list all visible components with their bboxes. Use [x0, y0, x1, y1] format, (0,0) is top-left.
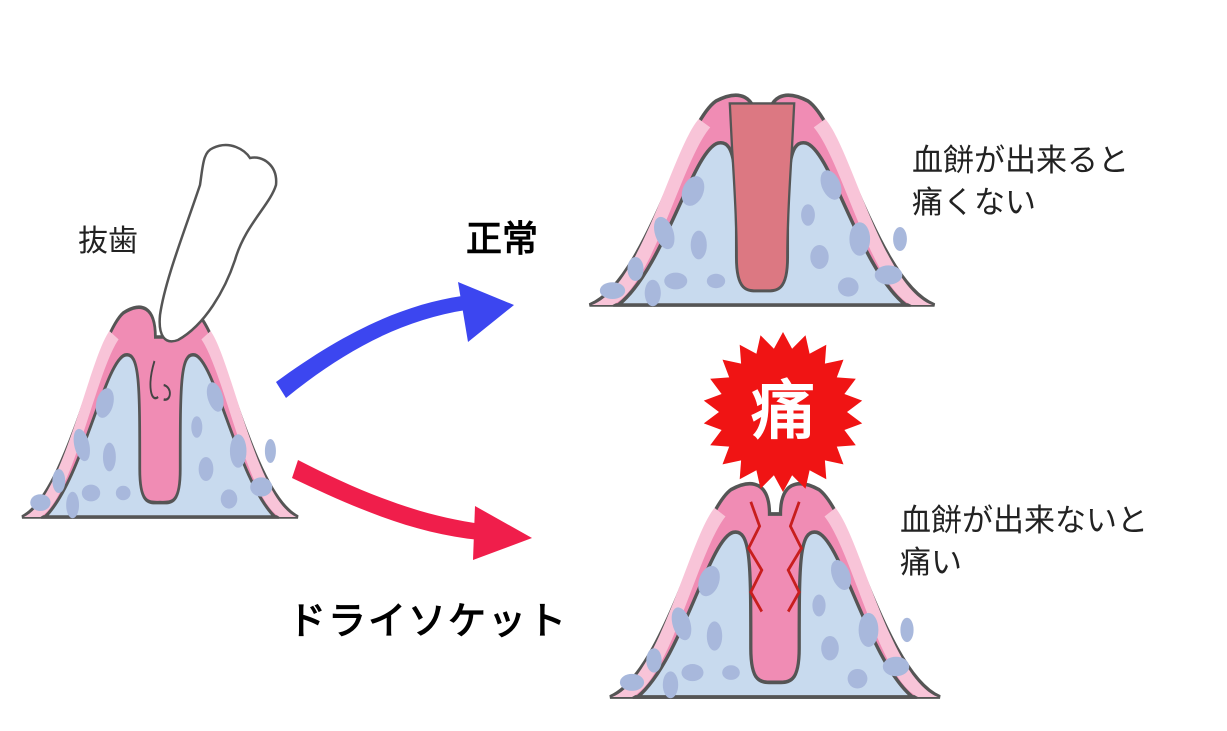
blood-clot	[728, 102, 796, 292]
label-pain: 痛	[751, 375, 815, 449]
label-extraction: 抜歯	[78, 224, 138, 259]
note-dry-line-2: 痛い	[900, 545, 962, 581]
extracted-tooth-icon	[158, 143, 278, 343]
dry-socket	[609, 481, 941, 699]
arrow-dry-socket	[292, 460, 532, 560]
arrow-normal	[276, 282, 514, 398]
note-normal-line-1: 血餅が出来ると	[912, 143, 1129, 179]
label-dry-socket: ドライソケット	[288, 599, 569, 643]
note-normal-line-2: 痛くない	[912, 185, 1036, 221]
note-normal: 血餅が出来ると 痛くない	[912, 140, 1129, 224]
label-normal: 正常	[466, 219, 539, 260]
note-dry-socket: 血餅が出来ないと 痛い	[900, 500, 1148, 584]
pain-cracks	[746, 501, 804, 613]
extraction-socket	[21, 305, 299, 519]
normal-socket	[588, 93, 936, 307]
pain-burst-icon	[703, 332, 863, 492]
note-dry-line-1: 血餅が出来ないと	[900, 503, 1148, 539]
